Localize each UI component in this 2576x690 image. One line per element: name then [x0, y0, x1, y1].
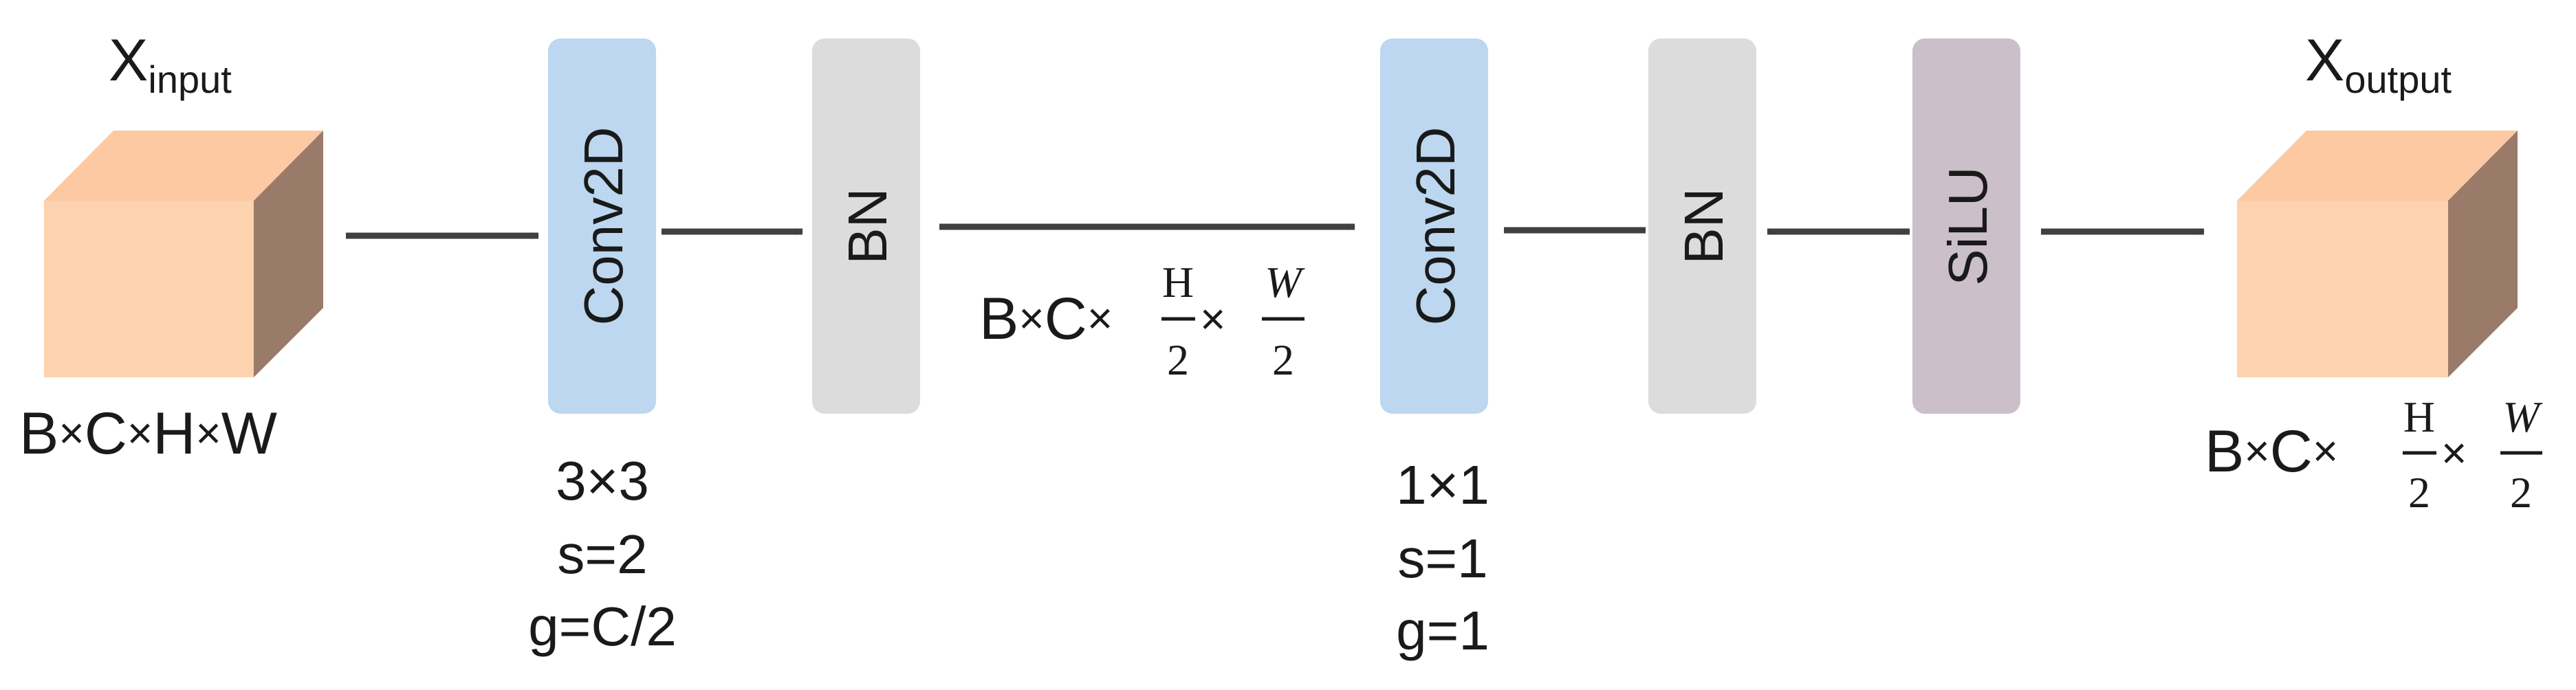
bn-box-2	[1648, 38, 1756, 414]
bn-label-2: BN	[1673, 188, 1734, 264]
conv2-groups: g=1	[1396, 600, 1489, 661]
input-cube-side	[254, 131, 323, 377]
conv2d-block-1: Conv2D 3×3 s=2 g=C/2	[528, 38, 677, 657]
output-shape-prefix: B×C×	[2205, 419, 2338, 485]
output-tensor: Xoutput B×C× H 2 × W 2	[2205, 27, 2543, 517]
conv1-groups: g=C/2	[528, 596, 677, 657]
mid-times: ×	[1200, 294, 1225, 344]
conv2-kernel: 1×1	[1396, 454, 1489, 515]
mid-frac-h-den: 2	[1167, 335, 1189, 384]
mid-frac-w-den: 2	[1272, 335, 1294, 384]
conv2d-label-2: Conv2D	[1405, 126, 1466, 325]
conv2d-box-1	[548, 38, 656, 414]
output-frac-h-den: 2	[2408, 468, 2430, 517]
conv2d-label-1: Conv2D	[573, 126, 634, 325]
output-times: ×	[2441, 428, 2467, 478]
output-cube-side	[2448, 131, 2518, 377]
bn-block-1: BN	[812, 38, 920, 414]
conv2d-box-2	[1380, 38, 1488, 414]
output-cube-top	[2237, 131, 2518, 201]
output-label: Xoutput	[2305, 27, 2452, 101]
conv1-kernel: 3×3	[556, 450, 649, 511]
output-cube-front	[2237, 201, 2448, 377]
input-tensor: Xinput B×C×H×W	[19, 27, 323, 467]
output-frac-h-num: H	[2403, 392, 2435, 441]
silu-label: SiLU	[1937, 166, 1998, 285]
bn-block-2: BN	[1648, 38, 1756, 414]
mid-shape-prefix: B×C×	[979, 286, 1113, 352]
input-label: Xinput	[109, 27, 232, 101]
bn-label-1: BN	[837, 188, 898, 264]
bn-box-1	[812, 38, 920, 414]
silu-box	[1912, 38, 2020, 414]
input-cube-top	[44, 131, 323, 201]
mid-frac-w-num: W	[1265, 258, 1305, 307]
arrows	[346, 223, 2205, 239]
conv1-stride: s=2	[557, 524, 647, 585]
mid-shape: B×C× H 2 × W 2	[979, 258, 1305, 384]
mid-frac-h-num: H	[1162, 258, 1194, 307]
conv2-stride: s=1	[1397, 528, 1487, 589]
input-cube-front	[44, 201, 254, 377]
silu-block: SiLU	[1912, 38, 2020, 414]
conv2d-block-2: Conv2D 1×1 s=1 g=1	[1380, 38, 1489, 661]
input-shape: B×C×H×W	[19, 401, 277, 467]
output-frac-w-num: W	[2502, 392, 2543, 441]
output-frac-w-den: 2	[2510, 468, 2532, 517]
